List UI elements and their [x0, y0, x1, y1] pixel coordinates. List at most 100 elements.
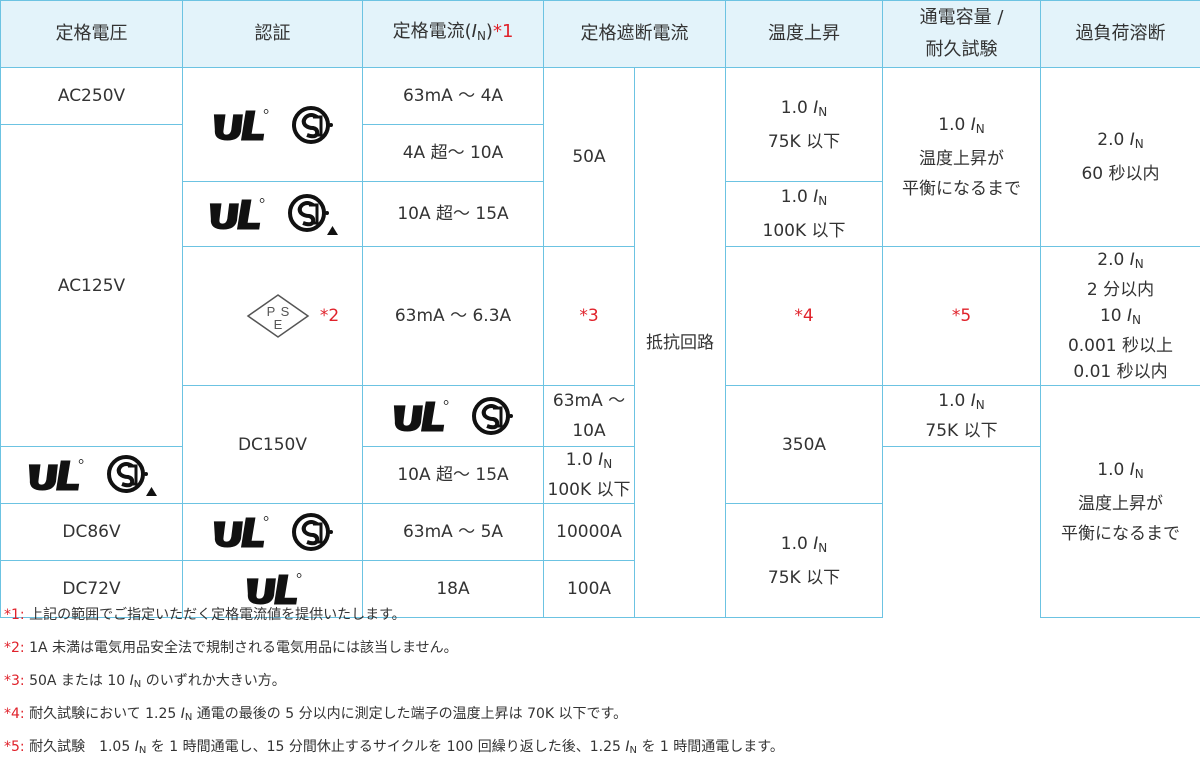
footnote-text: 1A 未満は電気用品安全法で規制される電気用品には該当しません。 — [29, 640, 458, 656]
temp-sub: N — [818, 194, 828, 208]
table-row: 10A 超～ 15A 1.0 IN 100K 以下 — [0, 446, 1200, 504]
header-rated-current-i: I — [471, 21, 477, 42]
endurance-value: 1.0 IN — [1041, 455, 1200, 489]
ul-recognized-icon — [207, 197, 265, 231]
endurance-i: I — [1129, 459, 1135, 480]
temp-i: I — [813, 533, 819, 554]
temp-i: I — [970, 391, 976, 411]
breaking-b4: 10000A — [543, 503, 635, 561]
temp-limit: 100K 以下 — [547, 480, 631, 500]
cert-ul-csa-triangle — [0, 446, 183, 504]
footnote-mark: *2: — [4, 640, 25, 656]
temp-sub: N — [975, 398, 985, 412]
footnote-text: を 1 時間通電します。 — [637, 739, 784, 755]
temp-value: 1.0 IN — [883, 388, 1040, 418]
footnote-i: I — [129, 673, 134, 689]
footnote-text: 50A または 10 — [29, 673, 130, 689]
header-note-mark: *1 — [492, 21, 514, 42]
voltage-dc86: DC86V — [0, 503, 183, 561]
footnote-5: *5: 耐久試験 1.05 IN を 1 時間通電し、15 分間休止するサイクル… — [4, 737, 784, 757]
endurance-val: 1.0 — [1097, 459, 1125, 480]
overload-val: 2.0 — [1097, 130, 1125, 150]
resistive-circuit: 抵抗回路 — [634, 67, 726, 618]
current-r2: 4A 超～ 10A — [362, 124, 544, 182]
header-breaking-current: 定格遮断電流 — [543, 0, 726, 68]
current-r7: 63mA ～ 5A — [362, 503, 544, 561]
csa-icon — [291, 510, 335, 554]
footnote-1: *1: 上記の範囲でご指定いただく定格電流値を提供いたします。 — [4, 605, 406, 625]
endurance-note: *5 — [882, 246, 1041, 386]
table-row: AC125V 4A 超～ 10A — [0, 124, 1200, 447]
overload-val: 2.0 — [1097, 250, 1125, 270]
cert-ul-csa — [182, 503, 363, 561]
temp-value: 1.0 IN — [726, 529, 882, 563]
overload-sub: N — [1132, 313, 1142, 327]
header-endurance: 通電容量 /耐久試験 — [882, 0, 1041, 68]
pse-diamond-icon: P S E — [246, 294, 310, 338]
temp-limit: 75K 以下 — [767, 131, 841, 152]
current-r1: 63mA ～ 4A — [362, 67, 544, 125]
endurance-cell: 1.0 IN 温度上昇が 平衡になるまで — [882, 67, 1041, 247]
header-temp-rise: 温度上昇 — [725, 0, 883, 68]
footnote-mark: *5: — [4, 739, 25, 755]
header-rated-current-sub: N — [476, 29, 486, 43]
footnote-text: のいずれか大きい方。 — [141, 673, 286, 689]
overload-time: 0.01 秒以内 — [1073, 362, 1168, 382]
ul-recognized-icon — [391, 399, 449, 433]
table-row: AC250V 63mA ～ 4A 50A 抵抗回路 1.0 IN 75K 以下 … — [0, 67, 1200, 618]
voltage-dc72: DC72V — [0, 560, 183, 618]
footnote-sub: N — [629, 745, 638, 756]
overload-value: 10 IN — [1041, 303, 1200, 333]
temp-rise-100k: 1.0 IN 100K 以下 — [725, 181, 883, 247]
footnote-text: 通電の最後の 5 分以内に測定した端子の温度上昇は 70K 以下です。 — [192, 706, 628, 722]
endurance-sub: N — [1134, 466, 1144, 481]
temp-i: I — [598, 450, 604, 470]
temp-rise-100k: 1.0 IN 100K 以下 — [543, 446, 635, 504]
temp-rise-75k: 1.0 IN 75K 以下 — [882, 385, 1041, 447]
temp-rise-note: *4 — [725, 246, 883, 386]
endurance-val: 1.0 — [938, 115, 966, 135]
breaking-b5: 100A — [543, 560, 635, 618]
csa-icon — [291, 103, 335, 147]
cert-pse: P S E *2 — [182, 246, 363, 386]
voltage-ac250: AC250V — [0, 67, 183, 125]
table-row: 10A 超～ 15A 1.0 IN 100K 以下 — [1, 181, 1200, 247]
overload-val: 10 — [1099, 306, 1122, 326]
table-row: DC150V 63mA ～ 10A 350A 1.0 IN 75K 以下 1.0… — [1, 385, 1200, 618]
ul-recognized-icon — [211, 515, 269, 549]
pse-note-mark: *2 — [319, 306, 340, 326]
current-r4: 63mA ～ 6.3A — [362, 246, 544, 386]
temp-value: 1.0 IN — [726, 93, 882, 127]
current-r6: 10A 超～ 15A — [362, 446, 544, 504]
spec-table: 定格電圧 認証 定格電流(IN)*1 定格遮断電流 温度上昇 通電容量 /耐久試… — [0, 0, 1200, 618]
overload-cell-pse: 2.0 IN 2 分以内 10 IN 0.001 秒以上 0.01 秒以内 — [1040, 246, 1200, 386]
temp-i: I — [813, 97, 819, 118]
ul-recognized-icon — [211, 108, 269, 142]
endurance-line2: 温度上昇が — [1078, 493, 1163, 514]
header-row: 定格電圧 認証 定格電流(IN)*1 定格遮断電流 温度上昇 通電容量 /耐久試… — [0, 0, 1200, 68]
temp-sub: N — [818, 540, 828, 555]
temp-sub: N — [818, 104, 828, 119]
footnote-sub: N — [133, 679, 142, 690]
footnote-mark: *1: — [4, 607, 25, 623]
endurance-line3: 平衡になるまで — [1061, 523, 1180, 544]
breaking-b1: 50A — [543, 67, 635, 247]
header-rated-current-pre: 定格電流( — [392, 21, 472, 42]
ul-recognized-icon — [26, 458, 84, 492]
current-r5: 63mA ～ 10A — [543, 385, 635, 447]
voltage-ac125: AC125V — [0, 124, 183, 447]
temp-limit: 75K 以下 — [767, 567, 841, 588]
pse-letter: P — [266, 304, 275, 319]
header-overload: 過負荷溶断 — [1040, 0, 1200, 68]
cert-ul — [182, 560, 363, 618]
overload-sub: N — [1134, 137, 1144, 151]
pse-letter: E — [273, 317, 282, 332]
temp-sub: N — [603, 457, 613, 471]
footnote-2: *2: 1A 未満は電気用品安全法で規制される電気用品には該当しません。 — [4, 638, 458, 658]
overload-cell: 2.0 IN 60 秒以内 — [1040, 67, 1200, 247]
overload-i: I — [1129, 250, 1135, 270]
temp-rise-75k: 1.0 IN 75K 以下 — [725, 503, 883, 618]
overload-time: 60 秒以内 — [1081, 164, 1160, 184]
temp-i: I — [813, 187, 819, 207]
header-rated-current-post: ) — [485, 21, 493, 42]
